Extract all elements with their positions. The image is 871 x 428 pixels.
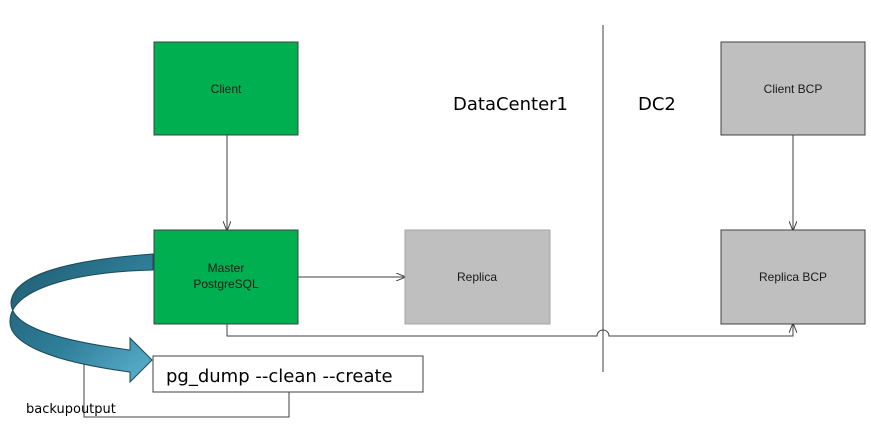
backup-output-label: backupoutput [26,402,116,417]
pg-dump-command-box[interactable]: pg_dump --clean --create [152,355,424,393]
master-postgresql-node[interactable]: Master PostgreSQL [153,229,299,325]
backup-curved-arrow-icon [9,253,154,384]
master-node-label-line2: PostgreSQL [193,277,259,291]
replica-node-label: Replica [457,270,497,284]
replica-bcp-node[interactable]: Replica BCP [720,229,866,325]
master-to-replica-bcp-connector [226,324,793,337]
client-bcp-node[interactable]: Client BCP [720,41,866,136]
client-node[interactable]: Client [153,41,299,136]
replica-node[interactable]: Replica [404,229,551,325]
client-bcp-node-label: Client BCP [764,82,823,96]
replica-bcp-node-label: Replica BCP [759,270,827,284]
datacenter1-label: DataCenter1 [453,94,568,115]
dc2-label: DC2 [638,94,676,115]
master-node-label-line1: Master [208,261,245,275]
pg-dump-command-text: pg_dump --clean --create [166,366,393,387]
backup-output-connector [83,360,290,418]
client-node-label: Client [211,82,242,96]
